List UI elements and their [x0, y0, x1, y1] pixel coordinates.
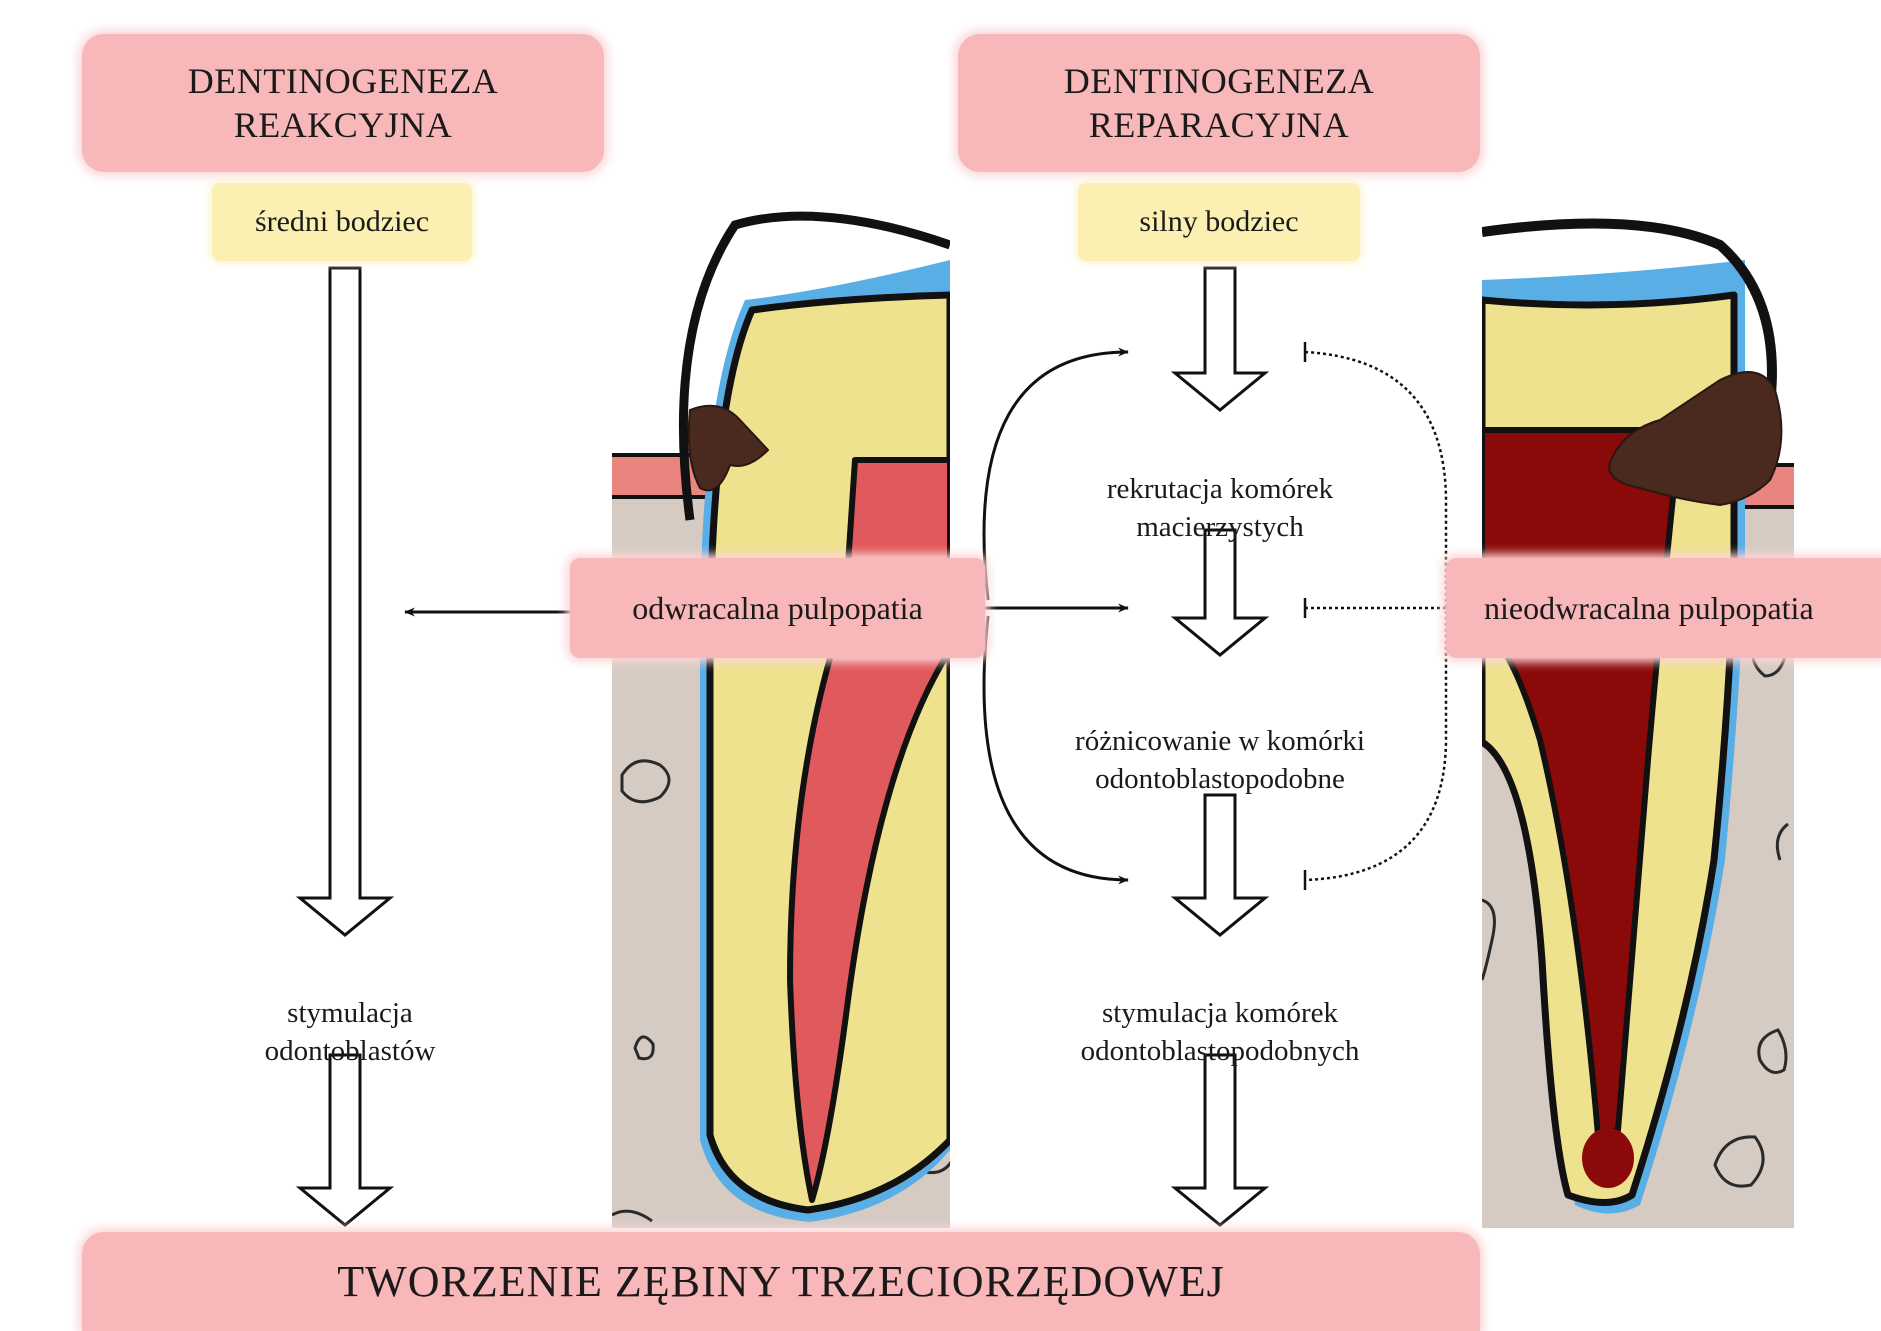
flow-arrow — [300, 268, 390, 935]
tooth-illustration-reversible — [612, 216, 955, 1230]
flow-arrow — [1175, 530, 1265, 655]
tooth-illustration-irreversible — [1482, 224, 1794, 1230]
odontoblast-stimulation-label: stymulacja odontoblastów — [200, 956, 500, 1070]
flow-arrow — [1175, 268, 1265, 410]
left-stimulus: średni bodziec — [212, 183, 472, 261]
flow-arrow — [1175, 1055, 1265, 1225]
flow-arrow — [300, 1055, 390, 1225]
reversible-pulpitis-box: odwracalna pulpopatia — [570, 558, 985, 658]
irreversible-pulpitis-box: nieodwracalna pulpopatia — [1446, 558, 1881, 658]
odontoblast-like-stimulation-label: stymulacja komórek odontoblastopodobnych — [1000, 956, 1440, 1070]
odontoblast-like-differentiation-label: różnicowanie w komórki odontoblastopodob… — [1000, 684, 1440, 798]
left-panel-title: DENTINOGENEZA REAKCYJNA — [82, 34, 604, 172]
right-panel-title: DENTINOGENEZA REPARACYJNA — [958, 34, 1480, 172]
tertiary-dentin-formation-box: TWORZENIE ZĘBINY TRZECIORZĘDOWEJ — [82, 1232, 1480, 1331]
flow-arrow — [1175, 795, 1265, 935]
stem-cell-recruitment-label: rekrutacja komórek macierzystych — [1020, 432, 1420, 546]
right-stimulus: silny bodziec — [1078, 183, 1360, 261]
